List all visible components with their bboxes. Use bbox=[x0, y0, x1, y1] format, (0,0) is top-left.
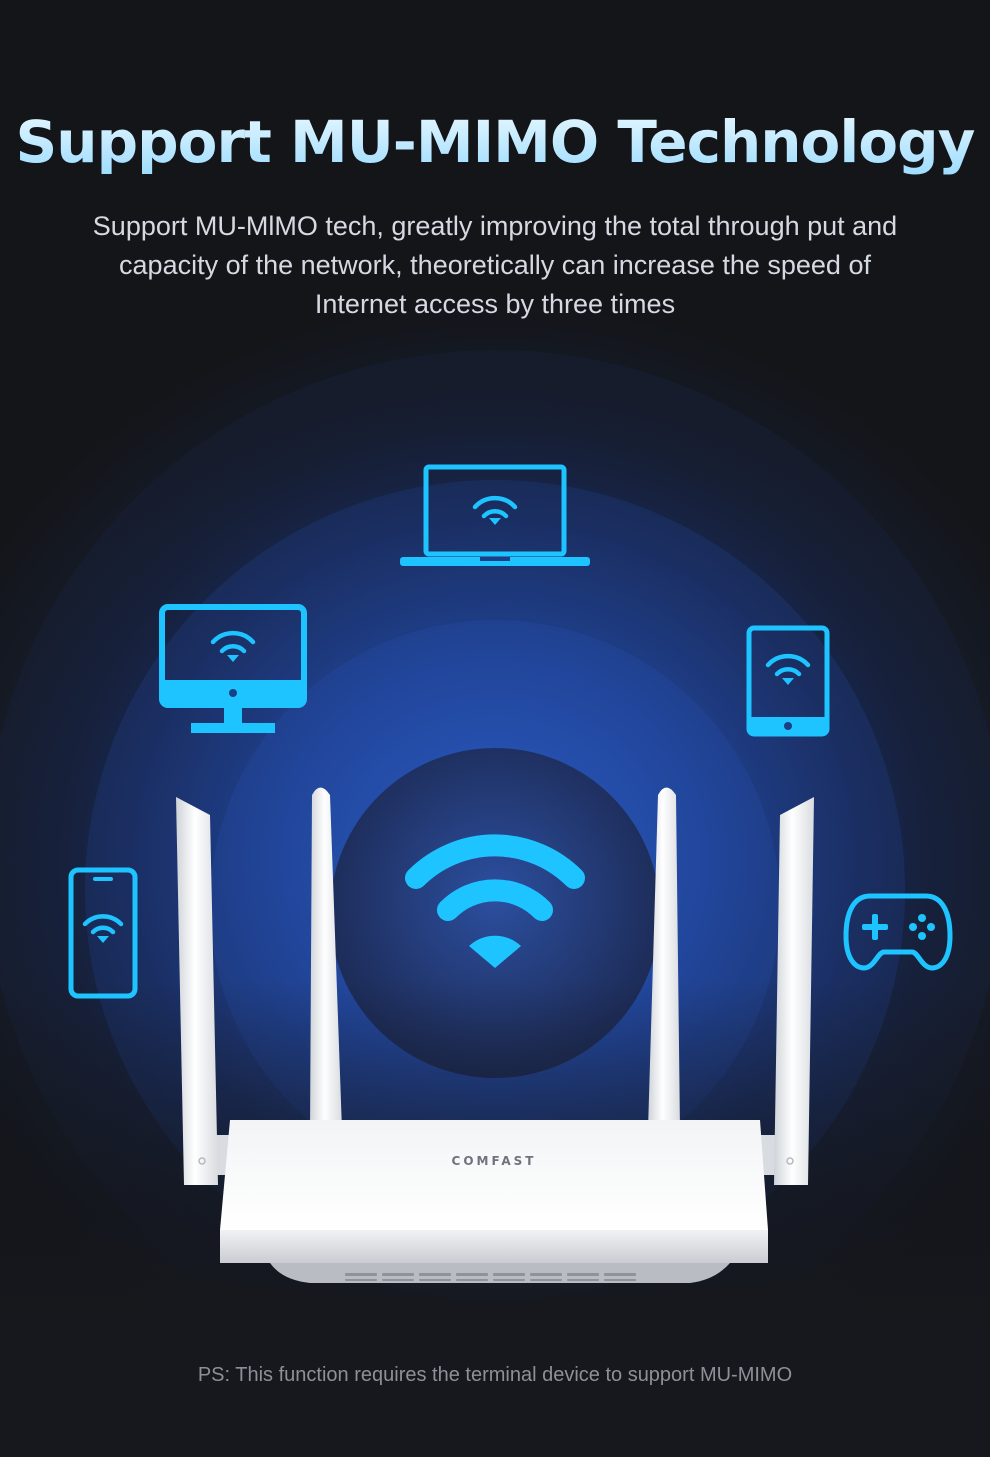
gamepad-icon bbox=[843, 893, 953, 971]
laptop-icon bbox=[400, 464, 590, 566]
monitor-icon bbox=[159, 604, 307, 733]
page-title: Support MU-MIMO Technology bbox=[0, 108, 990, 176]
footnote: PS: This function requires the terminal … bbox=[197, 1364, 793, 1386]
smartphone-icon bbox=[68, 867, 138, 999]
router-brand-label: COMFAST bbox=[452, 1154, 537, 1168]
description: Support MU-MlMO tech, greatly improving … bbox=[70, 207, 920, 324]
description-line: Support MU-MlMO tech, greatly improving … bbox=[92, 211, 898, 241]
description-line: capacity of the network, theoretically c… bbox=[119, 250, 871, 280]
wifi-signal-icon bbox=[405, 834, 585, 968]
description-line: Internet access by three times bbox=[314, 289, 676, 319]
tablet-icon bbox=[746, 625, 830, 737]
router-image: COMFAST bbox=[176, 787, 814, 1283]
